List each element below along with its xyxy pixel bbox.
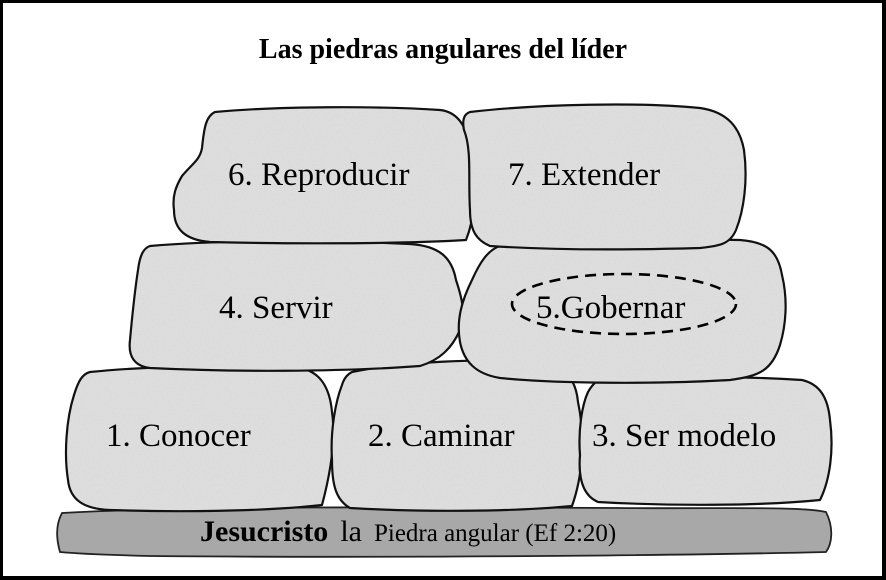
label-servir: 4. Servir — [219, 290, 333, 326]
foundation-label-bold: Jesucristo — [200, 515, 328, 548]
label-ser-modelo: 3. Ser modelo — [592, 418, 776, 454]
label-reproducir: 6. Reproducir — [228, 157, 409, 193]
stone-ser-modelo — [578, 375, 833, 506]
foundation-label-rest: Piedra angular (Ef 2:20) — [374, 520, 616, 547]
stone-gobernar — [457, 238, 787, 384]
label-gobernar: 5.Gobernar — [536, 290, 685, 326]
gobernar-highlight-ellipse — [510, 272, 738, 336]
foundation-label-word: la — [340, 515, 362, 548]
label-caminar: 2. Caminar — [368, 418, 515, 454]
stone-extender — [462, 103, 747, 251]
label-extender: 7. Extender — [508, 157, 660, 193]
diagram-title: Las piedras angulares del líder — [258, 34, 628, 65]
label-conocer: 1. Conocer — [106, 418, 251, 454]
foundation-label: Jesucristo la Piedra angular (Ef 2:20) — [200, 515, 616, 548]
stone-reproducir — [172, 106, 476, 245]
